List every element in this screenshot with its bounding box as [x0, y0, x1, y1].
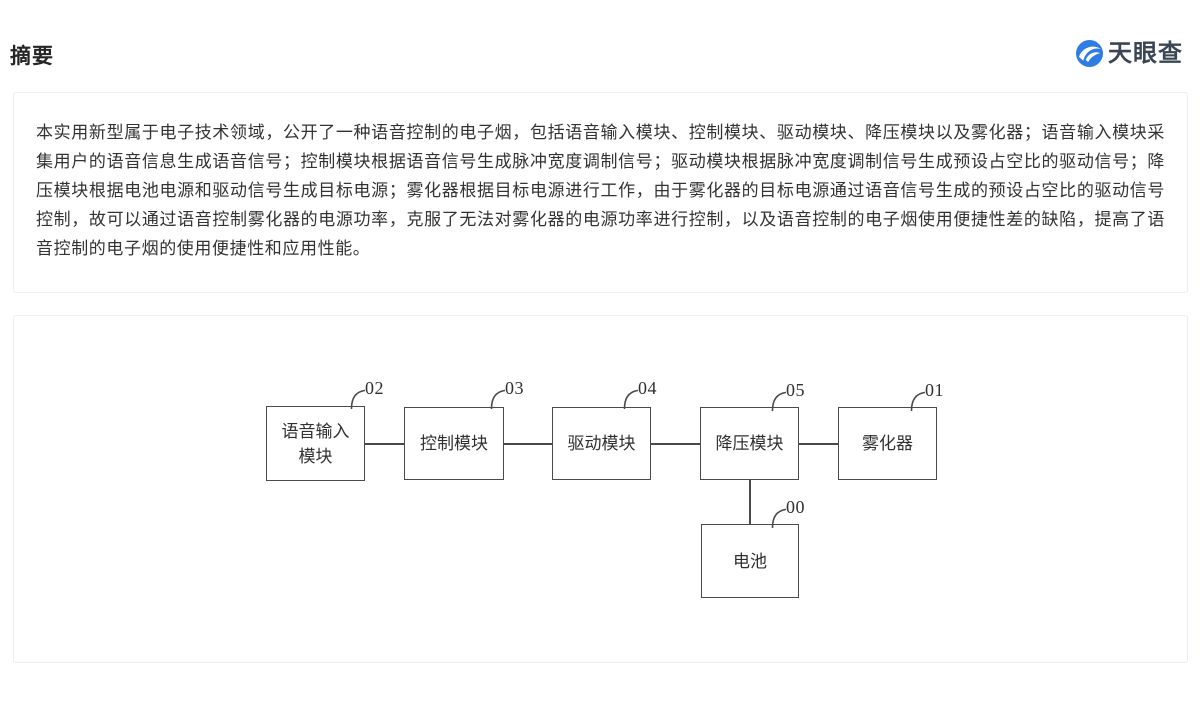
tianyancha-logo[interactable]: 天眼查 [1076, 38, 1183, 68]
block-battery: 电池 [701, 524, 799, 598]
ref-number: 04 [638, 378, 657, 398]
abstract-text: 本实用新型属于电子技术领域，公开了一种语音控制的电子烟，包括语音输入模块、控制模… [36, 123, 1165, 258]
ref-number: 02 [365, 378, 384, 398]
connector-buck-battery [749, 479, 751, 525]
ref-label-00: 00 [771, 497, 813, 528]
patent-block-diagram: 语音输入模块 控制模块 驱动模块 降压模块 雾化器 电池 02 03 04 05 [14, 316, 1187, 662]
connector-drive-buck [650, 443, 701, 445]
leader-line-icon [350, 389, 365, 409]
tianyancha-eye-icon [1076, 39, 1103, 67]
tianyancha-logo-text: 天眼查 [1108, 39, 1183, 67]
leader-line-icon [490, 389, 505, 409]
page-header: 摘要 天眼查 [0, 0, 1200, 80]
ref-label-04: 04 [623, 378, 665, 409]
ref-label-05: 05 [771, 380, 813, 411]
leader-line-icon [623, 389, 638, 409]
leader-line-icon [771, 391, 786, 411]
block-voice-input-module: 语音输入模块 [266, 406, 365, 481]
abstract-card: 本实用新型属于电子技术领域，公开了一种语音控制的电子烟，包括语音输入模块、控制模… [13, 92, 1188, 293]
ref-number: 00 [786, 497, 805, 517]
connector-voice-control [364, 443, 405, 445]
block-control-module: 控制模块 [404, 407, 504, 480]
ref-label-01: 01 [910, 380, 952, 411]
block-drive-module: 驱动模块 [552, 407, 651, 480]
connector-control-drive [503, 443, 553, 445]
ref-label-03: 03 [490, 378, 532, 409]
block-buck-module: 降压模块 [700, 407, 799, 480]
page-title: 摘要 [10, 45, 54, 68]
connector-buck-atomizer [798, 443, 839, 445]
leader-line-icon [771, 508, 786, 528]
ref-label-02: 02 [350, 378, 392, 409]
block-atomizer: 雾化器 [838, 407, 937, 480]
figure-card: 语音输入模块 控制模块 驱动模块 降压模块 雾化器 电池 02 03 04 05 [13, 315, 1188, 663]
ref-number: 03 [505, 378, 524, 398]
ref-number: 05 [786, 380, 805, 400]
leader-line-icon [910, 391, 925, 411]
ref-number: 01 [925, 380, 944, 400]
